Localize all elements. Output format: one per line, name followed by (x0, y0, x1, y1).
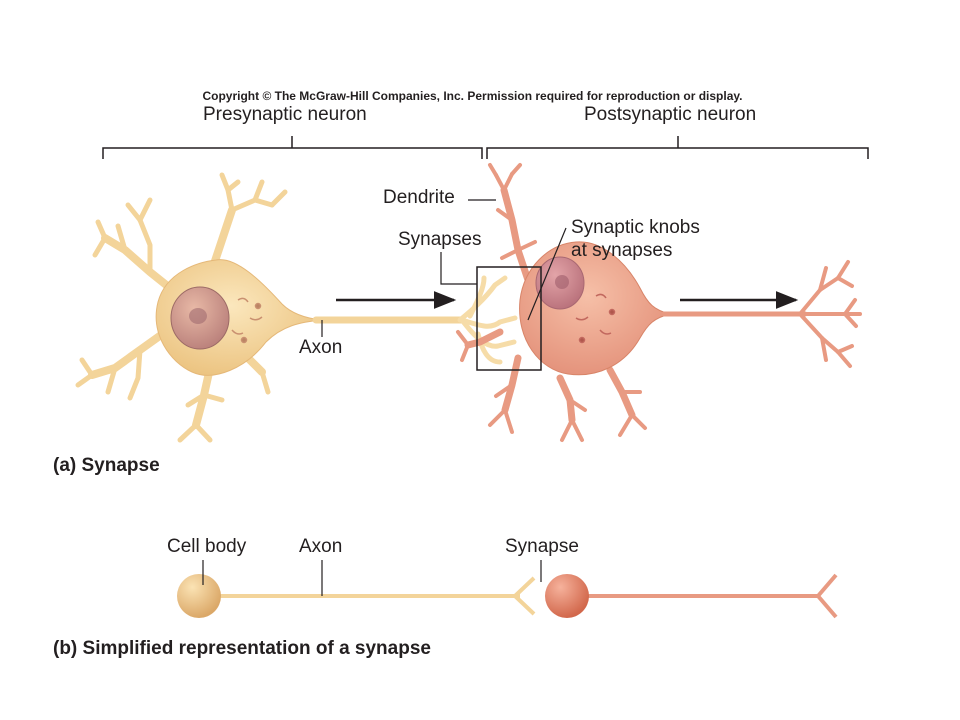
simplified-axon-label: Axon (299, 536, 343, 557)
simplified-cell-body (177, 574, 221, 618)
synaptic-knobs-label-line2: at synapses (571, 240, 673, 261)
postsynaptic-dendrites (456, 163, 647, 442)
axon-label: Axon (299, 337, 343, 358)
copyright-notice: Copyright © The McGraw-Hill Companies, I… (202, 89, 743, 103)
presynaptic-bracket (102, 136, 483, 159)
synapse-region-box (476, 266, 542, 371)
panel-a-caption: (a) Synapse (53, 455, 160, 476)
simplified-presynaptic-terminal (513, 576, 536, 616)
simplified-postsynaptic-cell-body (545, 574, 589, 618)
synaptic-knobs-label-line1: Synaptic knobs (571, 217, 700, 238)
axon-terminals (457, 275, 518, 365)
presynaptic-dendrites (75, 172, 288, 443)
simplified-cell-body-label: Cell body (167, 536, 247, 557)
postsynaptic-organelles (575, 293, 616, 344)
presynaptic-neuron (75, 172, 518, 443)
synapses-label: Synapses (398, 229, 482, 250)
simplified-leader-lines (202, 560, 542, 596)
dendrite-label: Dendrite (383, 187, 455, 208)
simplified-synapse-diagram (177, 560, 838, 619)
simplified-postsynaptic-terminal (816, 573, 838, 619)
synapses-leader (440, 252, 477, 285)
knobs-leader (527, 227, 567, 321)
presynaptic-neuron-label: Presynaptic neuron (203, 104, 367, 125)
panel-b-caption: (b) Simplified representation of a synap… (53, 638, 431, 659)
postsynaptic-bracket (486, 136, 869, 159)
postsynaptic-neuron-label: Postsynaptic neuron (584, 104, 757, 125)
presynaptic-organelles (231, 297, 263, 344)
simplified-synapse-label: Synapse (505, 536, 579, 557)
postsynaptic-axon-terminals (798, 260, 862, 368)
leader-lines (321, 199, 567, 337)
postsynaptic-neuron (456, 163, 862, 442)
